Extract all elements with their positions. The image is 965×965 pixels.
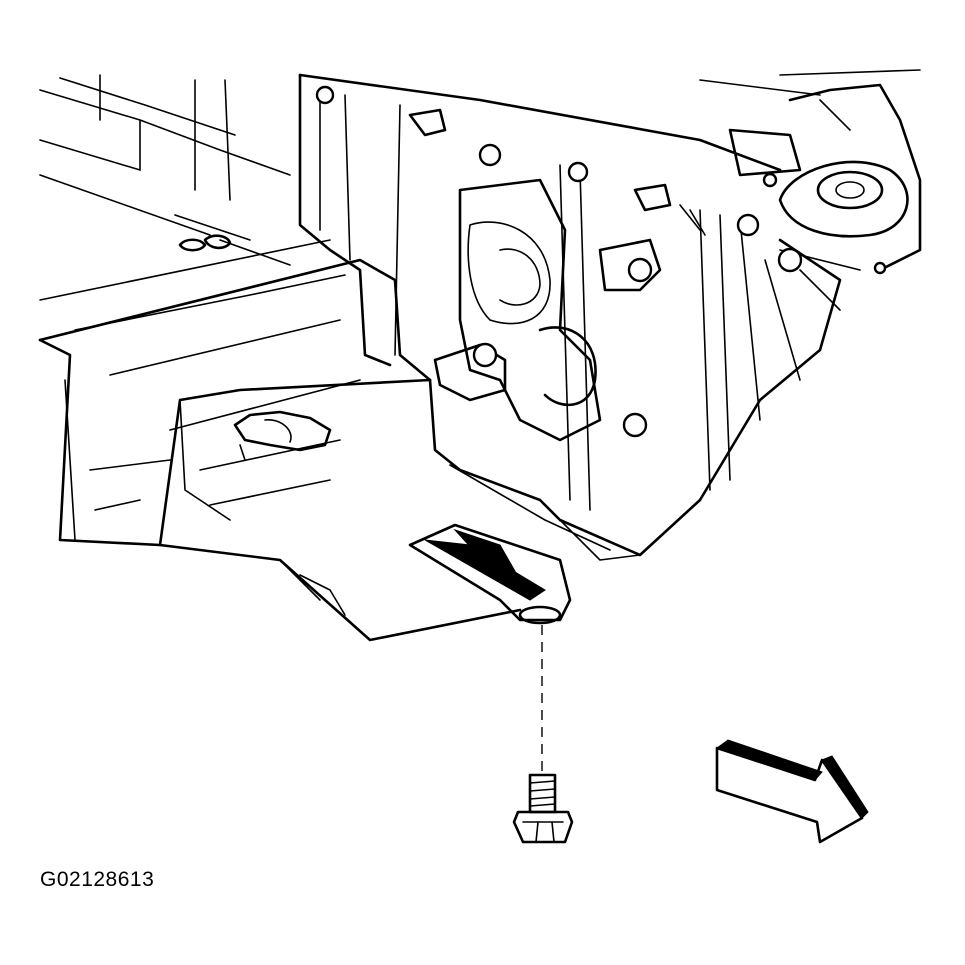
front-direction-arrow-icon	[715, 739, 869, 844]
oil-pan-housing	[38, 69, 922, 642]
figure-id-label: G02128613	[40, 868, 155, 891]
wire-clip	[178, 234, 332, 461]
mounting-holes	[315, 85, 887, 438]
bolt-icon	[512, 773, 574, 844]
